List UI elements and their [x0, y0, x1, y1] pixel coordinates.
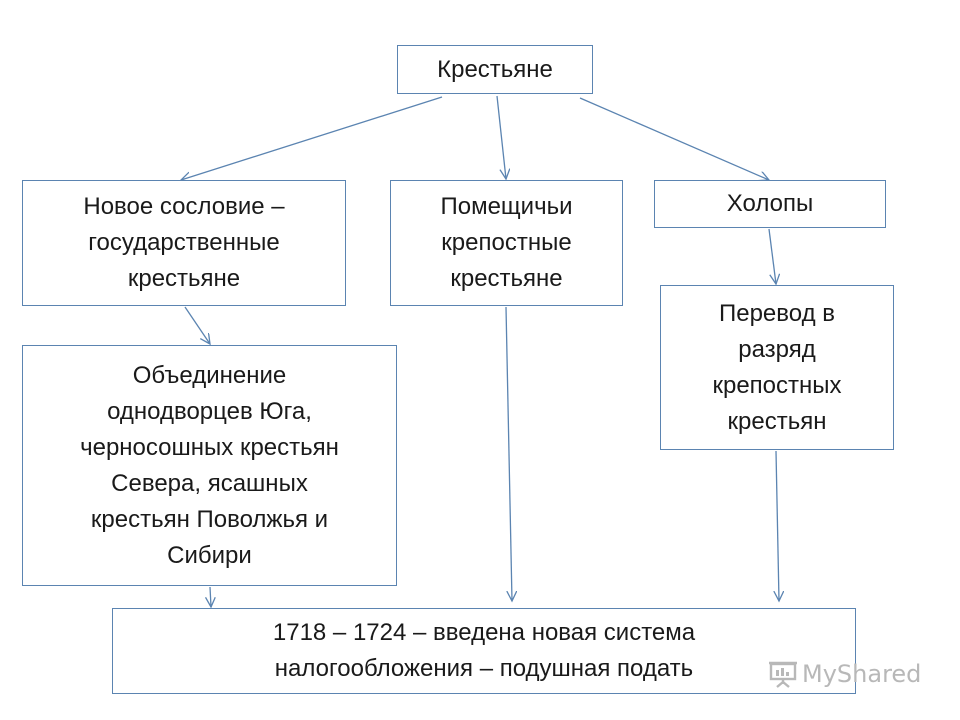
- node-unify-line: черносошных крестьян: [80, 433, 339, 461]
- node-unification: Объединение однодворцев Юга, черносошных…: [22, 345, 397, 586]
- watermark: MyShared: [768, 656, 921, 692]
- node-landlord-line: Помещичьи: [440, 193, 573, 220]
- node-landlord-line: крепостные: [441, 229, 572, 256]
- node-landlord-serfs: Помещичьи крепостные крестьяне: [390, 180, 623, 306]
- node-poll-tax: 1718 – 1724 – введена новая система нало…: [112, 608, 856, 694]
- edge-transfer-tax: [776, 450, 779, 601]
- edge-serfs-transfer: [768, 228, 776, 284]
- node-tax-line: 1718 – 1724 – введена новая система: [272, 619, 696, 646]
- node-state-line: крестьяне: [127, 265, 241, 292]
- node-unify-line: Объединение: [132, 361, 287, 389]
- node-transfer-line: Перевод в: [718, 299, 835, 327]
- presentation-board-icon: [769, 661, 797, 688]
- watermark-text: MyShared: [802, 660, 922, 688]
- node-landlord-line: крестьяне: [450, 265, 563, 292]
- node-state-line: государственные: [88, 229, 280, 256]
- node-unify-line: крестьян Поволжья и: [90, 505, 329, 533]
- node-tax-line: налогообложения – подушная подать: [274, 655, 694, 682]
- node-unify-line: Севера, ясашных: [111, 469, 308, 497]
- node-peasants-label: Крестьяне: [437, 55, 553, 83]
- node-serfs-label: Холопы: [726, 190, 814, 217]
- edge-peasants-landlord: [496, 95, 506, 179]
- node-peasants: Крестьяне: [397, 45, 593, 94]
- node-transfer-line: крестьян: [727, 407, 827, 435]
- node-transfer-to-serfs: Перевод в разряд крепостных крестьян: [660, 285, 894, 450]
- edge-peasants-serfs: [579, 97, 769, 180]
- edge-peasants-state: [181, 96, 443, 180]
- node-state-peasants: Новое сословие – государственные крестья…: [22, 180, 346, 306]
- node-kholopy: Холопы: [654, 180, 886, 228]
- edge-landlord-tax: [505, 306, 512, 601]
- node-transfer-line: разряд: [738, 335, 816, 363]
- edge-unify-tax: [210, 586, 211, 607]
- node-state-line: Новое сословие –: [83, 193, 285, 220]
- node-transfer-line: крепостных: [712, 371, 842, 399]
- node-unify-line: Сибири: [167, 541, 252, 569]
- node-unify-line: однодворцев Юга,: [107, 397, 312, 425]
- edge-state-unify: [184, 306, 210, 344]
